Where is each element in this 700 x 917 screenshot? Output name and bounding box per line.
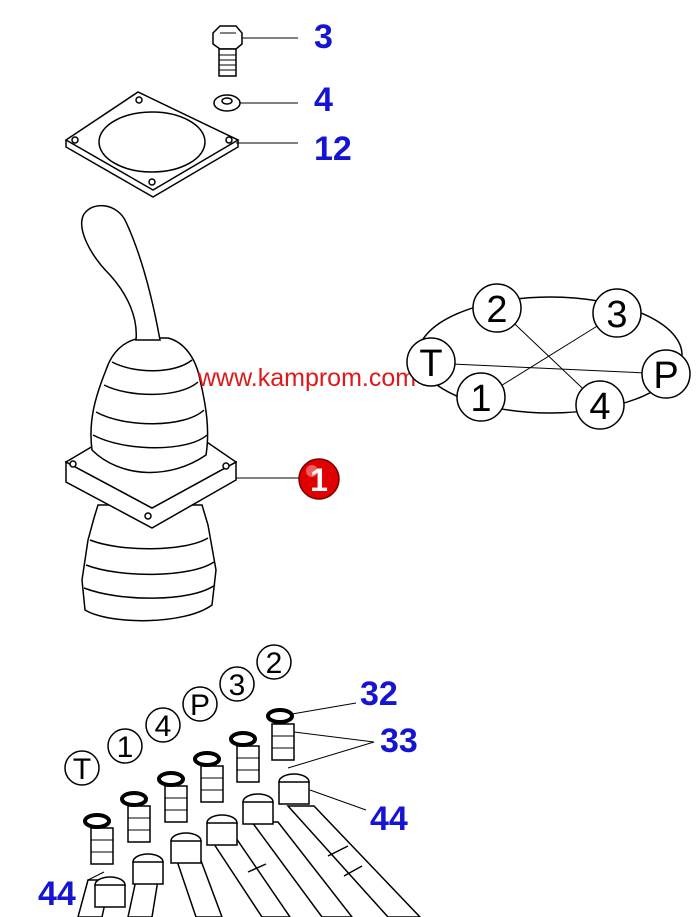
mounting-plate-part bbox=[64, 91, 298, 198]
port-label-t: T bbox=[419, 343, 442, 385]
watermark-text: www.kamprom.com bbox=[197, 364, 416, 392]
hose-label-4: 4 bbox=[155, 710, 172, 743]
callout-bolt: 3 bbox=[314, 18, 333, 56]
hose-label-1: 1 bbox=[117, 731, 134, 764]
hose-label-t: T bbox=[73, 753, 91, 786]
hose-label-p: P bbox=[190, 689, 210, 722]
port-label-p: P bbox=[653, 355, 678, 397]
joystick-valve-part bbox=[64, 204, 300, 622]
port-label-4: 4 bbox=[589, 386, 610, 428]
callout-badge-valve: 1 bbox=[298, 458, 340, 500]
washer-part bbox=[213, 94, 298, 112]
port-layout-diagram: 2 3 T P 1 4 bbox=[406, 283, 691, 430]
callout-washer: 4 bbox=[314, 81, 333, 119]
hose-label-group: T 1 4 P 3 2 bbox=[64, 644, 292, 786]
bolt-part bbox=[212, 25, 298, 77]
hose-label-2: 2 bbox=[266, 647, 283, 680]
port-label-3: 3 bbox=[606, 294, 627, 336]
callout-adapter: 33 bbox=[380, 722, 418, 760]
callout-hose-left: 44 bbox=[38, 875, 76, 913]
callout-valve: 1 bbox=[310, 462, 328, 498]
callout-hose-right: 44 bbox=[370, 800, 408, 838]
hose-fittings bbox=[77, 702, 422, 917]
callout-plate: 12 bbox=[314, 130, 352, 168]
port-label-1: 1 bbox=[470, 378, 491, 420]
port-label-2: 2 bbox=[486, 289, 507, 331]
hose-label-3: 3 bbox=[229, 669, 246, 702]
callout-oring: 32 bbox=[360, 675, 398, 713]
